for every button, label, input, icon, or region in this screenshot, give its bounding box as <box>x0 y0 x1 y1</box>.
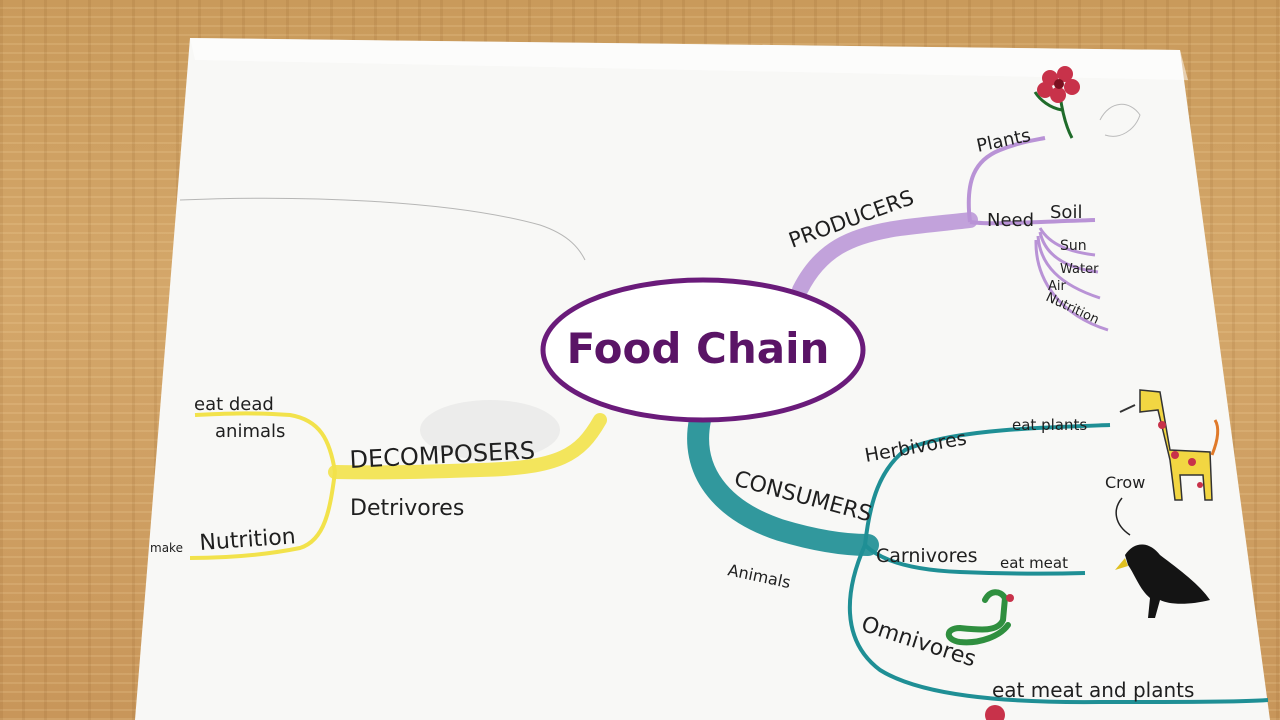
pencil-sketch <box>1099 103 1141 137</box>
water-label: Water <box>1060 262 1099 277</box>
soil-label: Soil <box>1050 202 1082 223</box>
eat-dead-label: eat dead <box>194 394 274 415</box>
pencil-line <box>179 197 586 261</box>
herbivores-desc: eat plants <box>1012 416 1087 434</box>
decomposers-branch <box>189 400 607 560</box>
make-label: make <box>150 541 183 555</box>
crow-label: Crow <box>1105 473 1145 492</box>
giraffe-icon <box>1119 389 1220 501</box>
flower-icon <box>985 705 1005 720</box>
center-node <box>540 277 866 423</box>
consumers-branch <box>687 409 1269 705</box>
carnivores-desc: eat meat <box>1000 554 1068 572</box>
crow-icon <box>1115 544 1210 618</box>
carnivores-label: Carnivores <box>876 545 978 567</box>
sun-label: Sun <box>1060 238 1087 254</box>
need-label: Need <box>987 210 1034 231</box>
detrivores-label: Detrivores <box>350 496 464 521</box>
air-label: Air <box>1048 279 1067 294</box>
animals-label: animals <box>215 421 285 442</box>
omnivores-desc: eat meat and plants <box>992 678 1194 702</box>
producers-branch <box>792 136 1109 332</box>
center-title: Food Chain <box>567 324 830 373</box>
snake-icon <box>945 589 1014 646</box>
flower-icon <box>1033 66 1080 139</box>
